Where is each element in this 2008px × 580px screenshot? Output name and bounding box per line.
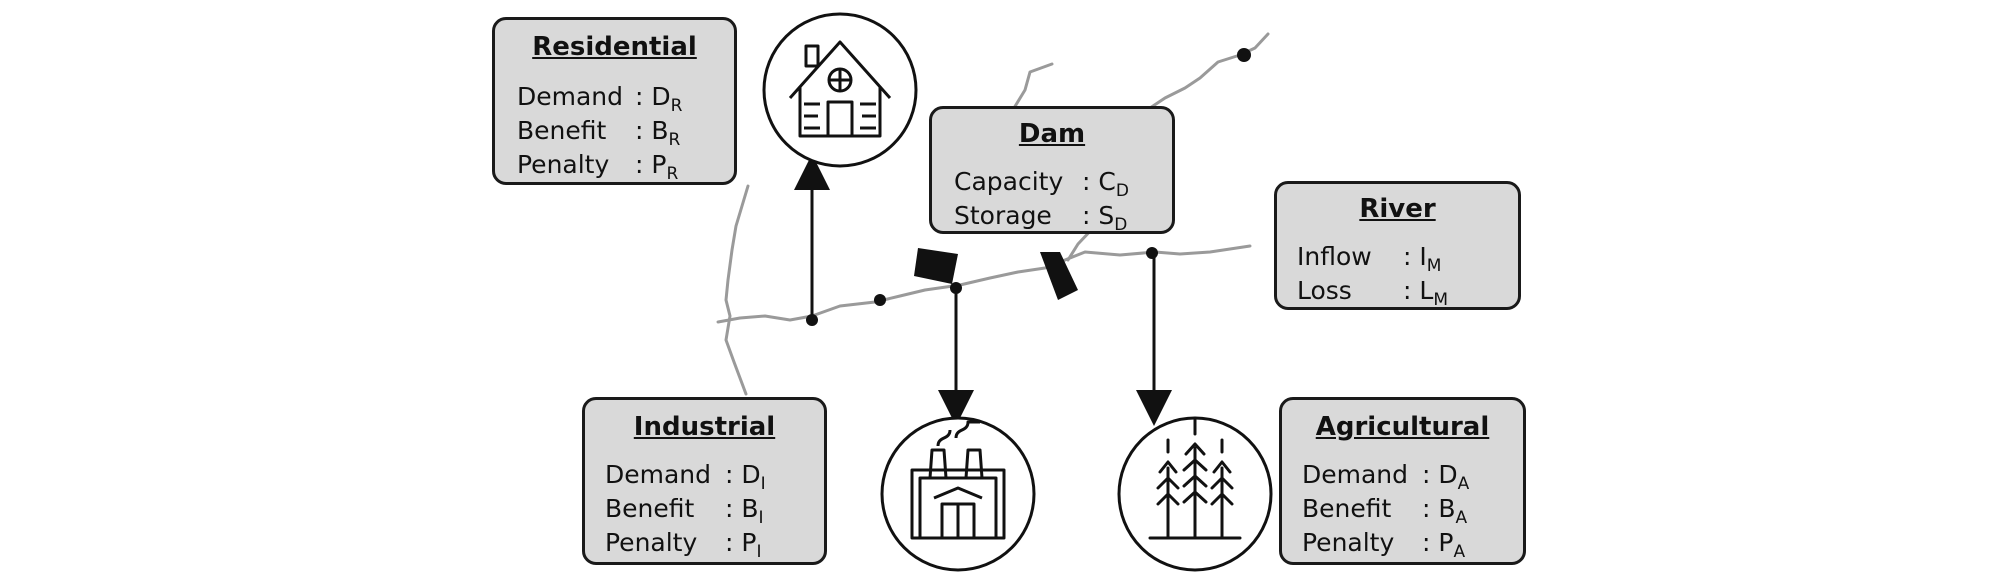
dam-block-right [1040, 252, 1078, 300]
row-label: Storage [954, 201, 1052, 230]
industrial-demand-row: Demand : DI [605, 460, 766, 493]
residential-demand-row: Demand : DR [517, 82, 682, 115]
row-label: Penalty [1302, 528, 1395, 557]
river-box: River Inflow : IM Loss : LM [1274, 181, 1521, 310]
west-tributary [724, 184, 750, 396]
river-nodes [806, 48, 1251, 326]
row-label: Benefit [517, 116, 607, 145]
residential-title: Residential [532, 32, 697, 62]
row-label: Demand [1302, 460, 1409, 489]
row-label: Penalty [605, 528, 698, 557]
dam-capacity-row: Capacity : CD [954, 167, 1129, 200]
river-title: River [1359, 194, 1436, 224]
junction-node [874, 294, 886, 306]
row-value: : PA [1422, 528, 1466, 562]
agricultural-box: Agricultural Demand : DA Benefit : BA Pe… [1279, 397, 1526, 565]
dam-block-left [914, 248, 958, 284]
river-inflow-row: Inflow : IM [1297, 242, 1441, 275]
row-value: : IM [1403, 242, 1442, 276]
industrial-title: Industrial [633, 412, 776, 442]
dam-box: Dam Capacity : CD Storage : SD [929, 106, 1175, 234]
main-river [716, 244, 1252, 324]
agricultural-title: Agricultural [1315, 412, 1490, 442]
house-icon [762, 12, 918, 168]
river-loss-row: Loss : LM [1297, 276, 1448, 309]
row-value: : DA [1422, 460, 1470, 494]
wheat-icon [1117, 416, 1273, 572]
row-label: Inflow [1297, 242, 1372, 271]
row-value: : SD [1082, 201, 1128, 235]
row-label: Penalty [517, 150, 610, 179]
agricultural-benefit-row: Benefit : BA [1302, 494, 1467, 527]
row-value: : PR [635, 150, 679, 184]
row-value: : PI [725, 528, 762, 562]
row-value: : BA [1422, 494, 1468, 528]
industrial-withdrawal-node [950, 282, 962, 294]
industrial-penalty-row: Penalty : PI [605, 528, 761, 561]
dam-title: Dam [1018, 119, 1086, 149]
row-label: Demand [517, 82, 624, 111]
industrial-benefit-row: Benefit : BI [605, 494, 764, 527]
row-label: Loss [1297, 276, 1352, 305]
industrial-box: Industrial Demand : DI Benefit : BI Pena… [582, 397, 827, 565]
row-label: Benefit [605, 494, 695, 523]
row-value: : BR [635, 116, 681, 150]
row-label: Capacity [954, 167, 1064, 196]
row-value: : DR [635, 82, 683, 116]
agricultural-penalty-row: Penalty : PA [1302, 528, 1465, 561]
row-label: Benefit [1302, 494, 1392, 523]
dam-storage-row: Storage : SD [954, 201, 1127, 234]
row-value: : DI [725, 460, 766, 494]
residential-benefit-row: Benefit : BR [517, 116, 680, 149]
factory-icon [880, 416, 1036, 572]
row-value: : LM [1403, 276, 1448, 310]
residential-box: Residential Demand : DR Benefit : BR Pen… [492, 17, 737, 185]
residential-penalty-row: Penalty : PR [517, 150, 678, 183]
row-value: : CD [1082, 167, 1129, 201]
inflow-node [1237, 48, 1251, 62]
row-label: Demand [605, 460, 712, 489]
agricultural-demand-row: Demand : DA [1302, 460, 1469, 493]
row-value: : BI [725, 494, 764, 528]
agricultural-withdrawal-node [1146, 247, 1158, 259]
